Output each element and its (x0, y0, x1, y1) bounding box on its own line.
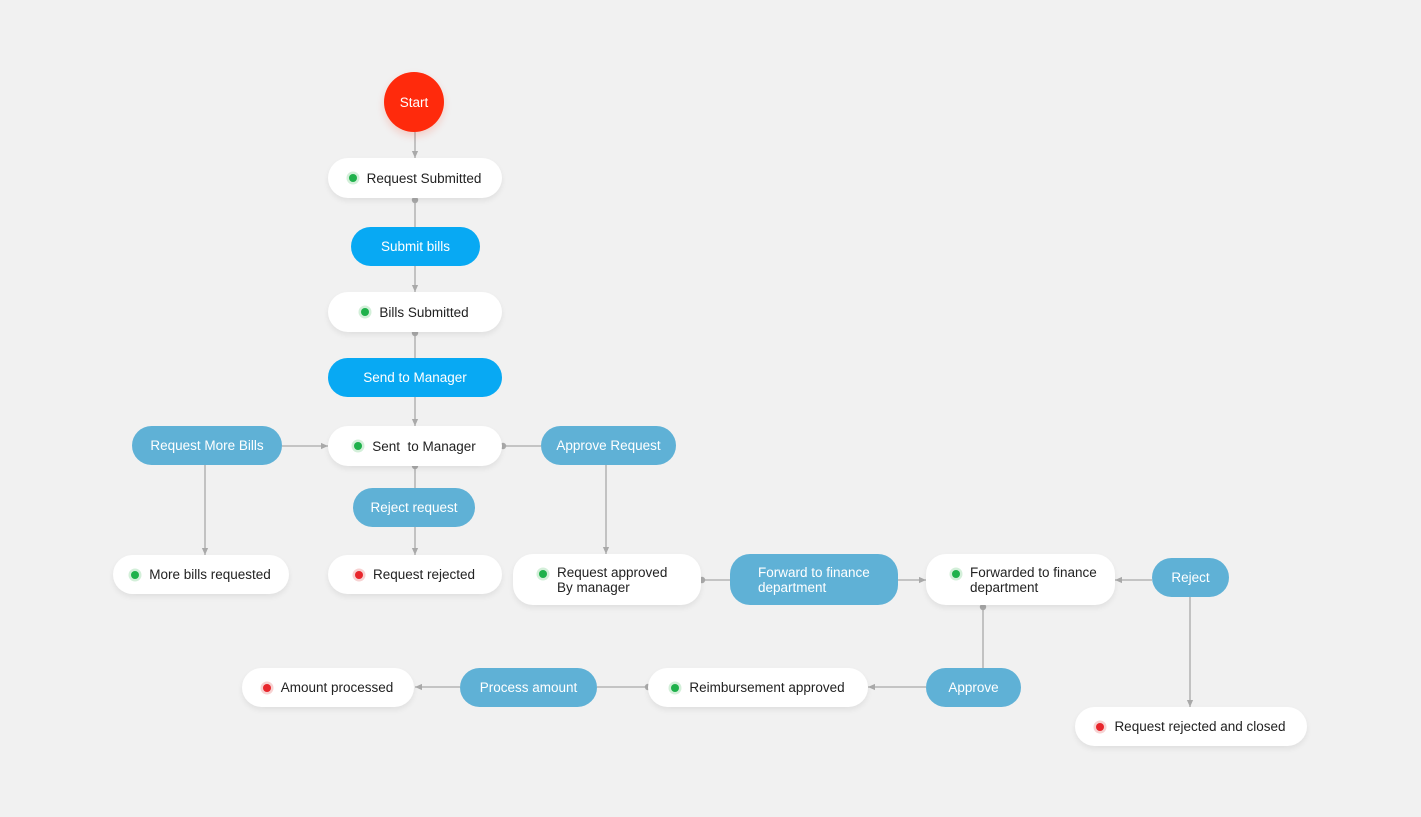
success-status-dot (361, 308, 370, 316)
state-label-line2: By manager (557, 579, 630, 595)
state-label: Reimbursement approved (689, 680, 845, 695)
success-status-dot (354, 442, 363, 450)
state-label: Request rejected and closed (1114, 719, 1286, 734)
state-label: More bills requested (149, 567, 271, 582)
state-sent-to-manager[interactable]: Sent to Manager (328, 426, 502, 466)
state-label: Forwarded to finance department (970, 565, 1097, 595)
state-request-rejected[interactable]: Request rejected (328, 555, 502, 594)
state-label-line2: department (970, 579, 1039, 595)
state-reimbursement-approved[interactable]: Reimbursement approved (648, 668, 868, 707)
state-request-submitted[interactable]: Request Submitted (328, 158, 502, 198)
action-label: Request More Bills (150, 438, 264, 453)
state-amount-processed[interactable]: Amount processed (242, 668, 414, 707)
state-label: Request approved By manager (557, 565, 667, 595)
success-status-dot (952, 570, 960, 578)
failure-status-dot (354, 570, 363, 579)
action-label: Process amount (479, 680, 578, 695)
state-label: Request Submitted (366, 170, 482, 186)
action-label: Forward to finance department (758, 565, 870, 595)
action-submit-bills[interactable]: Submit bills (351, 227, 480, 266)
action-approve-request[interactable]: Approve Request (541, 426, 676, 465)
action-request-more-bills[interactable]: Request More Bills (132, 426, 282, 465)
state-request-approved[interactable]: Request approved By manager (513, 554, 701, 605)
state-label-line1: Request approved (557, 564, 668, 580)
connector-dot (411, 196, 419, 204)
state-label: Bills Submitted (379, 304, 469, 320)
start-node[interactable]: Start (384, 72, 444, 132)
state-bills-submitted[interactable]: Bills Submitted (328, 292, 502, 332)
state-request-rejected-closed[interactable]: Request rejected and closed (1075, 707, 1307, 746)
state-label: Sent to Manager (372, 438, 476, 454)
action-approve[interactable]: Approve (926, 668, 1021, 707)
action-forward-to-finance[interactable]: Forward to finance department (730, 554, 898, 605)
state-more-bills-requested[interactable]: More bills requested (113, 555, 289, 594)
action-label: Send to Manager (363, 370, 467, 385)
state-label: Request rejected (372, 567, 476, 582)
action-process-amount[interactable]: Process amount (460, 668, 597, 707)
action-label: Reject request (370, 500, 458, 515)
action-label-line2: department (758, 579, 827, 595)
success-status-dot (539, 570, 547, 578)
action-label: Approve (948, 680, 999, 695)
failure-status-dot (1096, 722, 1105, 731)
success-status-dot (671, 683, 680, 692)
success-status-dot (348, 174, 357, 182)
success-status-dot (131, 570, 140, 579)
action-label: Approve Request (556, 438, 661, 453)
action-send-to-manager[interactable]: Send to Manager (328, 358, 502, 397)
start-label: Start (399, 94, 429, 110)
state-forwarded-to-finance[interactable]: Forwarded to finance department (926, 554, 1115, 605)
action-label: Reject (1171, 570, 1210, 585)
state-label: Amount processed (280, 680, 394, 695)
connector-dot (979, 603, 987, 611)
action-reject[interactable]: Reject (1152, 558, 1229, 597)
state-label-line1: Forwarded to finance (970, 564, 1097, 580)
failure-status-dot (262, 683, 271, 692)
action-label-line1: Forward to finance (758, 564, 870, 580)
action-label: Submit bills (380, 239, 451, 254)
action-reject-request[interactable]: Reject request (353, 488, 475, 527)
